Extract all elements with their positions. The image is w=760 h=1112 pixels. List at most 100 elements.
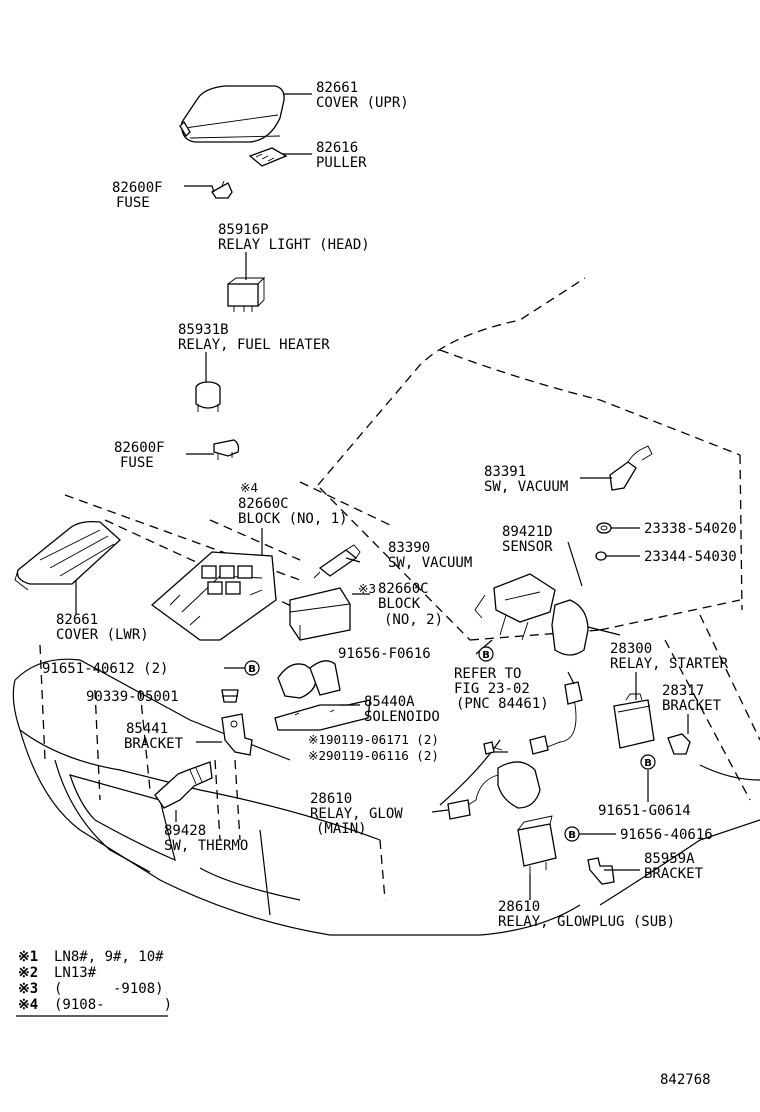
label-relay-glowplug-sub: 28610 RELAY, GLOWPLUG (SUB) [498,899,675,930]
svg-text:※1: ※1 [18,949,38,965]
svg-text:BLOCK (NO, 1): BLOCK (NO, 1) [238,511,348,527]
svg-text:FIG 23-02: FIG 23-02 [454,681,530,697]
svg-text:B: B [644,758,652,769]
label-bracket-2: 28317 BRACKET [662,683,722,714]
label-sw-thermo: 89428 SW, THERMO [164,823,248,854]
svg-text:COVER (UPR): COVER (UPR) [316,95,409,111]
svg-text:RELAY LIGHT (HEAD): RELAY LIGHT (HEAD) [218,237,370,253]
label-nut-1: 90339-05001 [86,689,179,705]
svg-text:RELAY, FUEL HEATER: RELAY, FUEL HEATER [178,337,330,353]
leader-lines [75,93,689,900]
svg-text:BLOCK: BLOCK [378,596,421,612]
svg-text:B: B [248,664,256,675]
svg-text:89428: 89428 [164,823,206,839]
svg-text:82616: 82616 [316,140,358,156]
label-bolt-2: 91656-F0616 [338,646,431,662]
svg-text:RELAY, GLOW: RELAY, GLOW [310,806,403,822]
svg-text:BRACKET: BRACKET [644,866,704,882]
svg-text:SW, THERMO: SW, THERMO [164,838,248,854]
svg-text:28300: 28300 [610,641,652,657]
bolt-marker: B [640,754,656,770]
bolt-marker: B [478,646,494,662]
label-gasket-1: 23338-54020 [644,521,737,537]
label-bolt-3: 91651-G0614 [598,803,691,819]
bolt-marker: B [244,660,260,676]
svg-text:(MAIN): (MAIN) [316,821,367,837]
svg-text:SW, VACUUM: SW, VACUUM [484,479,568,495]
svg-text:FUSE: FUSE [120,455,154,471]
svg-text:( -9108): ( -9108) [54,981,164,997]
label-sensor: 89421D SENSOR [502,524,553,555]
svg-text:※3: ※3 [18,981,38,997]
label-relay-light: 85916P RELAY LIGHT (HEAD) [218,222,370,253]
svg-text:82661: 82661 [56,612,98,628]
svg-text:LN13#: LN13# [54,965,97,981]
svg-text:※3: ※3 [358,581,376,596]
svg-text:SOLENOIDO: SOLENOIDO [364,709,440,725]
label-cover-upr: 82661 COVER (UPR) [316,80,409,111]
bolt-marker: B [564,826,580,842]
footnote: ※1 LN8#, 9#, 10# [18,949,164,965]
svg-text:※4: ※4 [18,997,38,1013]
label-solenoid: 85440A SOLENOIDO [364,694,440,725]
svg-text:REFER TO: REFER TO [454,666,521,682]
svg-text:※2: ※2 [18,965,38,981]
svg-text:82660C: 82660C [238,496,289,512]
svg-text:B: B [482,650,490,661]
label-bracket-1: 85441 BRACKET [124,721,184,752]
label-refer: REFER TO FIG 23-02 (PNC 84461) [454,666,549,712]
footnote: ※4 (9108- ) [18,997,172,1013]
label-relay-starter: 28300 RELAY, STARTER [610,641,729,672]
svg-text:BRACKET: BRACKET [662,698,722,714]
label-fuse-top: 82600F FUSE [112,180,163,211]
label-bolt-4: 91656-40616 [620,827,713,843]
label-block-no1: ※4 82660C BLOCK (NO, 1) [238,480,348,527]
svg-text:85440A: 85440A [364,694,415,710]
label-bolt-1: 91651-40612 (2) [42,661,168,677]
svg-text:(PNC 84461): (PNC 84461) [456,696,549,712]
svg-text:28317: 28317 [662,683,704,699]
label-bracket-3: 85959A BRACKET [644,851,704,882]
label-fuse-mid: 82600F FUSE [114,440,165,471]
label-screw-2: ※290119-06116 (2) [308,748,439,763]
svg-text:28610: 28610 [310,791,352,807]
svg-text:※4: ※4 [240,480,258,495]
label-puller: 82616 PULLER [316,140,367,171]
footnotes: ※1 LN8#, 9#, 10# ※2 LN13# ※3 ( -9108) ※4… [16,949,172,1017]
svg-text:B: B [568,830,576,841]
svg-text:LN8#, 9#, 10#: LN8#, 9#, 10# [54,949,164,965]
svg-text:RELAY, STARTER: RELAY, STARTER [610,656,729,672]
footnote: ※3 ( -9108) [18,981,164,997]
part-labels: 82661 COVER (UPR) 82616 PULLER 82600F FU… [42,80,737,930]
svg-text:82600F: 82600F [114,440,165,456]
label-gasket-2: 23344-54030 [644,549,737,565]
svg-text:COVER (LWR): COVER (LWR) [56,627,149,643]
label-block-no2: ※3 82660C BLOCK (NO, 2) [358,581,443,628]
label-relay-fuel: 85931B RELAY, FUEL HEATER [178,322,330,353]
svg-text:SW, VACUUM: SW, VACUUM [388,555,472,571]
svg-text:SENSOR: SENSOR [502,539,553,555]
label-sw-vacuum-1: 83390 SW, VACUUM [388,540,472,571]
svg-text:RELAY, GLOWPLUG (SUB): RELAY, GLOWPLUG (SUB) [498,914,675,930]
svg-text:(9108- ): (9108- ) [54,997,172,1013]
svg-text:83391: 83391 [484,464,526,480]
part-sketches [14,85,691,885]
svg-text:82661: 82661 [316,80,358,96]
svg-text:85959A: 85959A [644,851,695,867]
label-screw-1: ※190119-06171 (2) [308,732,439,747]
svg-text:85441: 85441 [126,721,168,737]
label-relay-glow-main: 28610 RELAY, GLOW (MAIN) [310,791,403,837]
svg-text:85916P: 85916P [218,222,269,238]
svg-text:85931B: 85931B [178,322,229,338]
footnote: ※2 LN13# [18,965,97,981]
svg-text:89421D: 89421D [502,524,553,540]
svg-text:FUSE: FUSE [116,195,150,211]
figure-id: 842768 [660,1072,711,1088]
label-sw-vacuum-2: 83391 SW, VACUUM [484,464,568,495]
label-cover-lwr: 82661 COVER (LWR) [56,612,149,643]
vehicle-outline [12,277,760,936]
svg-text:83390: 83390 [388,540,430,556]
svg-text:(NO, 2): (NO, 2) [384,612,443,628]
bolt-markers: B B B B [244,646,656,842]
